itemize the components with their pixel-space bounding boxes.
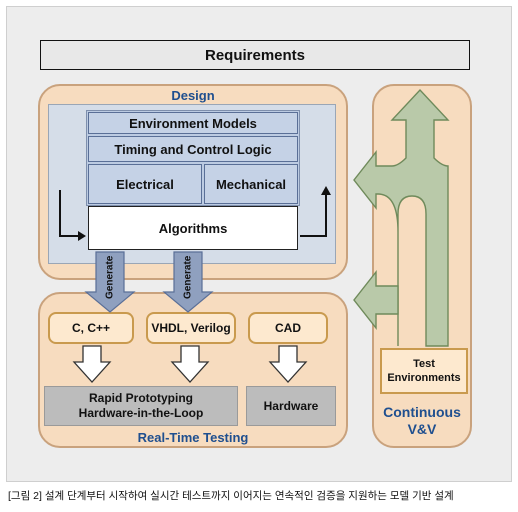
vv-split-arrow-lower [353,269,399,331]
down-arrow-cad [268,345,308,383]
down-arrow-c [72,345,112,383]
generate-arrow-right [162,251,214,313]
timing-control-label: Timing and Control Logic [114,141,272,157]
real-time-testing-title: Real-Time Testing [137,430,249,445]
requirements-box: Requirements [40,40,470,70]
requirements-label: Requirements [204,46,306,64]
vhdl-verilog-label: VHDL, Verilog [151,321,231,335]
electrical-label: Electrical [116,176,174,192]
design-title: Design [171,88,215,103]
generate-label-right: Generate [182,255,194,299]
cad-box: CAD [248,312,328,344]
hardware-label: Hardware [263,398,319,413]
rapid-prototyping-label: Rapid Prototyping [89,391,193,405]
vv-title-line2: V&V [407,421,437,437]
test-env-line1: Test [413,358,435,370]
environment-models-label: Environment Models [129,115,257,131]
test-env-line2: Environments [387,372,461,384]
environment-models-box: Environment Models [88,112,298,134]
rapid-prototyping-box: Rapid Prototyping Hardware-in-the-Loop [44,386,238,426]
vhdl-verilog-box: VHDL, Verilog [146,312,236,344]
cad-label: CAD [275,321,301,335]
generate-arrow-left [84,251,136,313]
down-arrow-vhdl [170,345,210,383]
hardware-box: Hardware [246,386,336,426]
vv-split-arrow [353,88,450,347]
continuous-vv-title: Continuous V&V [372,404,472,438]
test-environments-box: Test Environments [380,348,468,394]
mechanical-box: Mechanical [204,164,298,204]
c-cpp-label: C, C++ [71,321,110,335]
timing-control-box: Timing and Control Logic [88,136,298,162]
algorithms-label: Algorithms [158,220,228,236]
electrical-box: Electrical [88,164,202,204]
generate-label-left: Generate [104,255,116,299]
algorithms-box: Algorithms [88,206,298,250]
figure-caption: [그림 2] 설계 단계부터 시작하여 실시간 테스트까지 이어지는 연속적인 … [8,490,454,502]
mechanical-label: Mechanical [215,176,287,192]
vv-title-line1: Continuous [383,404,461,420]
c-cpp-box: C, C++ [48,312,134,344]
design-flow-left-arrow [59,190,84,237]
design-flow-right-arrow [300,190,327,237]
design-flow-left-arrowhead [78,231,86,241]
hil-label: Hardware-in-the-Loop [78,406,204,420]
design-flow-right-arrowhead [321,186,331,195]
